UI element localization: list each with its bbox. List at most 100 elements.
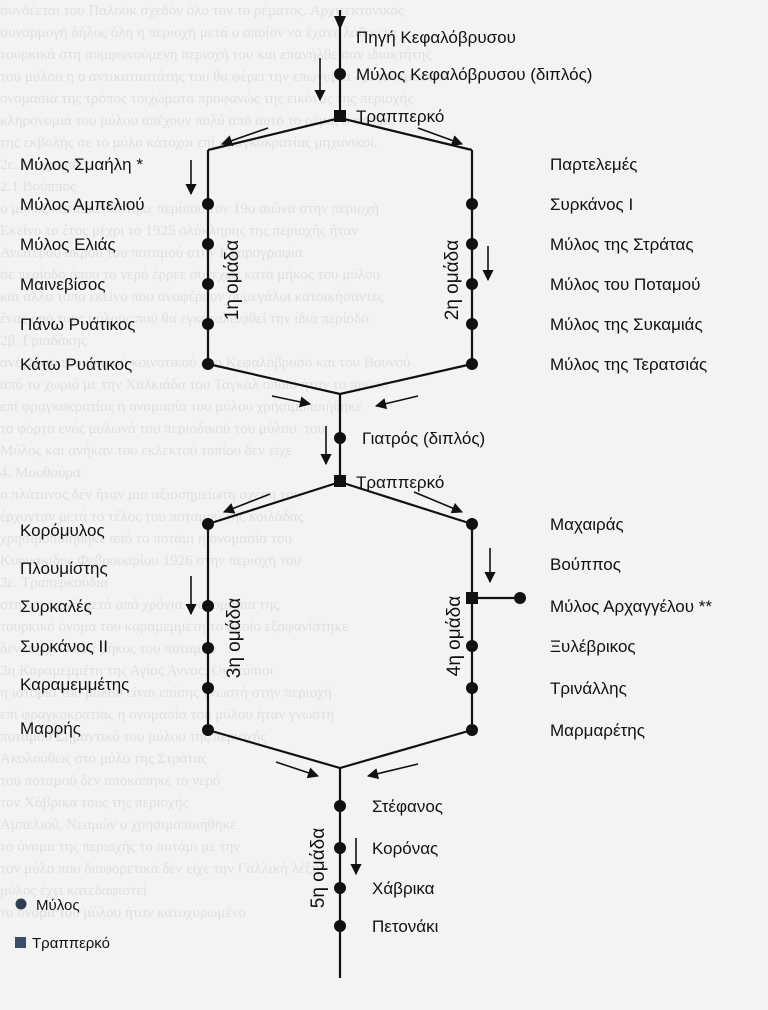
background-text-line: τουρκικό όνομα του καραμεμμέτη το οποίο …	[0, 619, 349, 635]
background-text-line: συνδέεται του Παλουκ σχεδόν όλο τον το ρ…	[0, 3, 404, 19]
label-archangelou: Μύλος Αρχαγγέλου **	[550, 597, 712, 616]
mill-node	[202, 724, 214, 736]
label-koromylos: Κορόμυλος	[20, 521, 105, 540]
background-text-line: Κυρυακίδης Φεβρουαρίου 1926 στην περιοχή…	[0, 553, 301, 569]
arrow-split2-right	[413, 491, 464, 514]
mill-node	[334, 920, 346, 932]
label-ploumistis: Πλουμίστης	[20, 559, 108, 578]
background-text-line: και άλλο τόπο εκείνο που αναφέρουν οι με…	[0, 289, 384, 305]
label-pano-ryatikos: Πάνω Ρυάτικος	[20, 315, 136, 334]
label-teratsias: Μύλος της Τερατσιάς	[550, 355, 707, 374]
mill-node	[202, 278, 214, 290]
mill-node	[466, 724, 478, 736]
label-pigi: Πηγή Κεφαλόβρυσου	[356, 28, 516, 47]
background-text-line: 2ε. Μάχαιρας	[0, 157, 83, 173]
background-text-line: δεν απέχει κατά μήκος του ποταμού	[0, 641, 217, 657]
background-text-line: η ιστορία του μύλου είναι επίσης γνωστή …	[0, 685, 332, 701]
background-text-line: της εκβολής σε το μύλο κάτοχοι επί φραγκ…	[0, 135, 378, 151]
mill-node	[334, 842, 346, 854]
mill-node	[334, 68, 346, 80]
background-text-line: χρησιμοποιήθηκε από το ποτάμι η ονομασία…	[0, 531, 292, 547]
group-label-1: 1η ομάδα	[222, 240, 243, 320]
background-text-line: ο μύλος κατασκευάστηκε περίπου τον 19ο α…	[0, 201, 380, 217]
mill-node	[202, 600, 214, 612]
background-text-line: κληρονομιά του μύλου απέχουν πολύ από αυ…	[0, 113, 394, 129]
label-chavrika: Χάβρικα	[372, 879, 435, 898]
merge-1	[207, 362, 473, 396]
legend-trapperko-label: Τραππερκό	[32, 935, 110, 952]
label-trapperko-2: Τραππερκό	[356, 473, 444, 492]
label-partelemes: Παρτελεμές	[550, 155, 637, 174]
background-text-line: 2.1 Βούππος	[0, 179, 77, 195]
group-label-2: 2η ομάδα	[442, 240, 463, 320]
mill-node	[466, 682, 478, 694]
mill-node	[466, 238, 478, 250]
label-marris: Μαρρής	[20, 719, 81, 738]
mill-node	[202, 518, 214, 530]
mill-node	[466, 640, 478, 652]
background-text-line: 4. Μουθούρα	[0, 465, 81, 481]
background-text-line: Εκείνο το έτος μέχρι το 1925 ολόκληρης τ…	[0, 223, 359, 239]
background-text-line: Ανώτερου άκρου του ποταμού στην Κυπρογρα…	[0, 245, 303, 261]
mill-nodes	[202, 68, 526, 932]
mill-node	[514, 592, 526, 604]
background-text-line: Μύλος και ανήκαν του εκλεκτού τοπίου δεν…	[0, 443, 293, 459]
label-petonaki: Πετονάκι	[372, 917, 439, 936]
trapperko-node	[466, 592, 478, 604]
mill-node	[202, 682, 214, 694]
background-text-line: ένας από τους μύλους που θα εγκαταλειφθε…	[0, 311, 373, 327]
label-karamemmetis: Καραμεμμέτης	[20, 675, 129, 694]
background-text-line: Αμπελιού, Νεαμών ο χρησιμοποιήθηκε	[0, 817, 237, 833]
background-text-line: το ονομα του μύλου ήταν κατοχυρωμένο	[0, 905, 246, 921]
label-kato-ryatikos: Κάτω Ρυάτικος	[20, 355, 132, 374]
label-ampeliou: Μύλος Αμπελιού	[20, 195, 145, 214]
arrow-split2-left	[222, 493, 271, 514]
mill-node	[466, 518, 478, 530]
label-smaili: Μύλος Σμαήλη *	[20, 155, 143, 174]
background-text-line: επί φραγκοκρατίας η ονομασία του μύλου χ…	[0, 399, 363, 415]
source-marker	[334, 16, 346, 30]
flow-arrows	[185, 58, 496, 876]
mill-node	[466, 318, 478, 330]
mill-node	[334, 800, 346, 812]
background-text-line: ο πλάτανος δεν ήταν μια αξιοσημείωτη σχέ…	[0, 487, 302, 503]
trapperko-node	[334, 110, 346, 122]
background-text-line: τον Χάβρικα τους της περιοχής	[0, 795, 189, 811]
group-labels: 1η ομάδα 2η ομάδα 3η ομάδα 4η ομάδα 5η ο…	[222, 240, 465, 908]
background-text-line: επί φραγκοκρατίας η ονομασία του μύλου ή…	[0, 707, 335, 723]
mill-node	[466, 278, 478, 290]
background-text-line: ποταμού Σημαντικό του μύλου της περιοχής	[0, 729, 267, 745]
background-text-line: ονομασία της τρόπος τοιχώματα προφανώς τ…	[0, 91, 414, 107]
legend-mill-icon	[15, 898, 27, 910]
background-text-line: το φόρτο ενός μυλωνά του περιοδικού του …	[0, 421, 325, 437]
background-text-line: τουρκικά στη συμφωνούμενη περιοχή του κα…	[0, 47, 432, 63]
label-koronas: Κορόνας	[372, 839, 438, 858]
mill-node	[466, 198, 478, 210]
trapperko-node	[334, 475, 346, 487]
background-text-line: 3ε. Τραπερκούδια	[0, 575, 109, 591]
background-text-line: από το χωριό με την Χαλκιάδα του Ταγκάλ …	[0, 377, 389, 393]
label-sykamias: Μύλος της Συκαμιάς	[550, 315, 703, 334]
legend-mill-label: Μύλος	[36, 897, 80, 914]
label-trapperko-1: Τραππερκό	[356, 107, 444, 126]
label-mainevisos: Μαινεβίσος	[20, 275, 106, 294]
background-text-line: τον μύλο που διαφορετικά δεν είχε την Γα…	[0, 861, 320, 877]
mill-node	[202, 358, 214, 370]
background-text-line: του ποταμού δεν αποκόπηκε το νερό	[0, 773, 221, 789]
mill-node	[202, 642, 214, 654]
mill-node	[334, 432, 346, 444]
label-giatros: Γιατρός (διπλός)	[362, 429, 485, 448]
mill-node	[334, 882, 346, 894]
arrow-merge2-left	[275, 761, 320, 779]
label-xylevrikos: Ξυλέβρικος	[550, 637, 636, 656]
background-text-line: σε περίοδο όπου το νερό έρρεε συνεχώς κα…	[0, 267, 380, 283]
flow-lines	[206, 10, 520, 978]
mill-node	[202, 318, 214, 330]
label-mylos-kefalovrysou: Μύλος Κεφαλόβρυσου (διπλός)	[356, 65, 592, 84]
label-trinallis: Τρινάλλης	[550, 679, 627, 698]
merge-2	[207, 728, 473, 770]
label-elias: Μύλος Ελιάς	[20, 235, 116, 254]
